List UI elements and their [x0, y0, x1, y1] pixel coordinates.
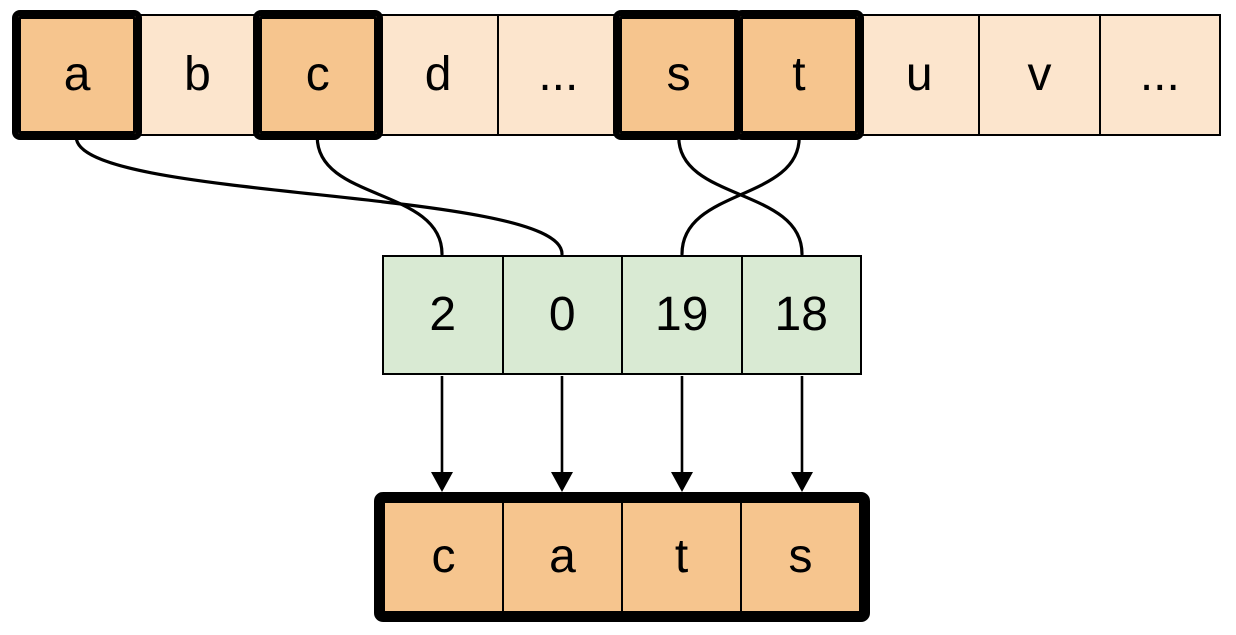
index-cell-18: 18	[740, 255, 862, 375]
output-cell-t-label: t	[674, 530, 689, 583]
alphabet-cell-c: c	[256, 14, 379, 136]
alphabet-row: a b c d... s t u v...	[16, 14, 1221, 136]
index-cell-0-label: 0	[548, 288, 576, 341]
connector-curve-s-to-index-3	[677, 135, 804, 256]
arrowhead-icon	[431, 472, 453, 492]
output-cell-s: s	[740, 501, 861, 613]
index-to-output-arrow-0	[431, 376, 453, 492]
alphabet-cell-s: s	[617, 14, 740, 136]
index-to-output-arrow-3	[791, 376, 813, 492]
alphabet-cell-b: b	[136, 14, 259, 136]
arrowhead-icon	[671, 472, 693, 492]
output-cell-c: c	[383, 501, 504, 613]
connector-curve-t-to-index-2	[680, 135, 801, 256]
index-cell-2-label: 2	[429, 288, 457, 341]
index-cell-19-label: 19	[655, 288, 709, 341]
output-cell-s-label: s	[788, 530, 813, 583]
alphabet-cell-c-label: c	[305, 48, 330, 101]
index-to-output-arrow-1	[551, 376, 573, 492]
alphabet-cell-a-label: a	[63, 48, 91, 101]
output-cell-a: a	[502, 501, 623, 613]
output-cell-t: t	[621, 501, 742, 613]
index-cell-0: 0	[501, 255, 623, 375]
index-to-output-arrow-2	[671, 376, 693, 492]
arrowhead-icon	[791, 472, 813, 492]
alphabet-cell-s-label: s	[666, 48, 691, 101]
arrowhead-icon	[551, 472, 573, 492]
alphabet-cell-ellipsis-9: ...	[1098, 14, 1221, 136]
index-cell-19: 19	[621, 255, 743, 375]
alphabet-cell-v: v	[978, 14, 1101, 136]
alphabet-cell-v-label: v	[1027, 48, 1052, 101]
output-cell-a-label: a	[549, 530, 576, 583]
alphabet-cell-d: d	[376, 14, 500, 136]
output-cell-c-label: c	[431, 530, 456, 583]
alphabet-cell-d-label: d	[424, 48, 452, 101]
alphabet-cell-t-label: t	[792, 48, 806, 101]
alphabet-cell-b-label: b	[184, 48, 211, 101]
alphabet-cell-ellipsis-9-label: ...	[1139, 48, 1180, 101]
connector-curve-a-to-index-1	[74, 135, 564, 256]
alphabet-cell-a: a	[16, 14, 139, 136]
connector-curve-c-to-index-0	[315, 135, 444, 256]
alphabet-cell-t: t	[737, 14, 861, 136]
alphabet-cell-u-label: u	[905, 48, 933, 101]
alphabet-cell-ellipsis-4: ...	[497, 14, 620, 136]
alphabet-cell-ellipsis-4-label: ...	[538, 48, 579, 101]
alphabet-cell-u: u	[858, 14, 981, 136]
index-cell-2: 2	[382, 255, 504, 375]
index-cell-18-label: 18	[774, 288, 828, 341]
